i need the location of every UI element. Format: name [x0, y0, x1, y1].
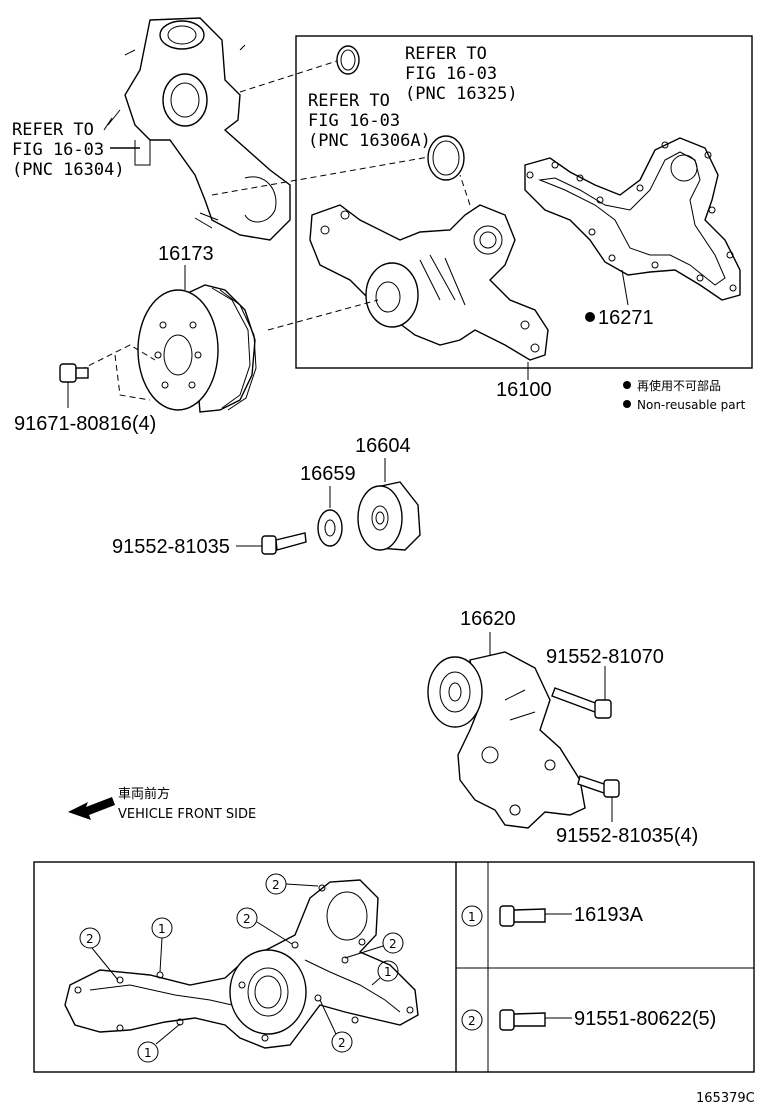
bolt-91552-81035-4 [577, 775, 620, 798]
ref-16304: REFER TO FIG 16-03 (PNC 16304) [12, 120, 125, 180]
ref-16306a-line3: (PNC 16306A) [308, 131, 431, 151]
legend: 再使用不可部品 Non-reusable part [623, 378, 746, 412]
part-16604: 16604 [355, 435, 411, 457]
pump-outline-bottom [64, 879, 419, 1049]
callout-2-d: 2 [389, 937, 397, 951]
part-91671: 91671-80816(4) [14, 413, 156, 435]
part-16271: 16271 [598, 307, 654, 329]
bolt-row-1: 1 16193A [461, 904, 644, 927]
arrow-left-icon [68, 797, 115, 820]
callout-2-e: 2 [338, 1036, 346, 1050]
callout-1-b: 1 [384, 965, 392, 979]
front-jp: 車両前方 [118, 786, 170, 802]
pump-assembly-box [295, 35, 753, 369]
part-91552-81070: 91552-81070 [546, 646, 664, 668]
part-16620: 16620 [460, 608, 516, 630]
front-direction: 車両前方 VEHICLE FRONT SIDE [68, 786, 256, 822]
part-91552-81035: 91552-81035 [112, 536, 230, 558]
bolt-layout-box [33, 861, 755, 1073]
part-91552-81035-4: 91552-81035(4) [556, 825, 698, 847]
idler-pulley [357, 481, 421, 551]
part-16659: 16659 [300, 463, 356, 485]
washer [317, 509, 343, 547]
callout-2-c: 2 [86, 932, 94, 946]
ref-16304-line3: (PNC 16304) [12, 160, 125, 180]
water-inlet-housing [103, 17, 291, 241]
pulley [137, 284, 257, 413]
row-1-callout: 1 [468, 910, 476, 924]
callout-2-b: 2 [243, 912, 251, 926]
part-91551: 91551-80622(5) [574, 1008, 716, 1030]
ref-16306a-line1: REFER TO [308, 91, 390, 111]
callout-marks: 2 2 2 1 2 1 1 2 [79, 873, 404, 1063]
bolt-91671 [59, 363, 89, 383]
part-16193a: 16193A [574, 904, 644, 926]
row-2-callout: 2 [468, 1014, 476, 1028]
ref-16325: REFER TO FIG 16-03 (PNC 16325) [405, 44, 518, 104]
ref-16304-line2: FIG 16-03 [12, 140, 104, 160]
callout-2-a: 2 [272, 878, 280, 892]
water-pump-body [309, 204, 549, 361]
ref-16306a-line2: FIG 16-03 [308, 111, 400, 131]
ref-16325-line3: (PNC 16325) [405, 84, 518, 104]
ref-16304-line1: REFER TO [12, 120, 94, 140]
bolt-91552-81070 [551, 687, 612, 719]
ref-16306a: REFER TO FIG 16-03 (PNC 16306A) [308, 91, 431, 151]
callout-1-a: 1 [158, 922, 166, 936]
part-16173: 16173 [158, 243, 214, 265]
bolt-row-2: 2 91551-80622(5) [461, 1008, 716, 1031]
o-ring-large [427, 135, 465, 181]
gasket [524, 137, 741, 301]
bolt-91552-81035 [261, 532, 307, 555]
callout-1-c: 1 [144, 1046, 152, 1060]
ref-16325-line1: REFER TO [405, 44, 487, 64]
part-16100: 16100 [496, 379, 552, 401]
figure-id: 165379C [696, 1091, 755, 1106]
front-en: VEHICLE FRONT SIDE [118, 807, 256, 822]
legend-jp: 再使用不可部品 [637, 378, 721, 393]
non-reusable-dot [585, 312, 595, 322]
belt-tensioner [427, 651, 586, 829]
ref-16325-line2: FIG 16-03 [405, 64, 497, 84]
legend-en: Non-reusable part [637, 398, 746, 412]
